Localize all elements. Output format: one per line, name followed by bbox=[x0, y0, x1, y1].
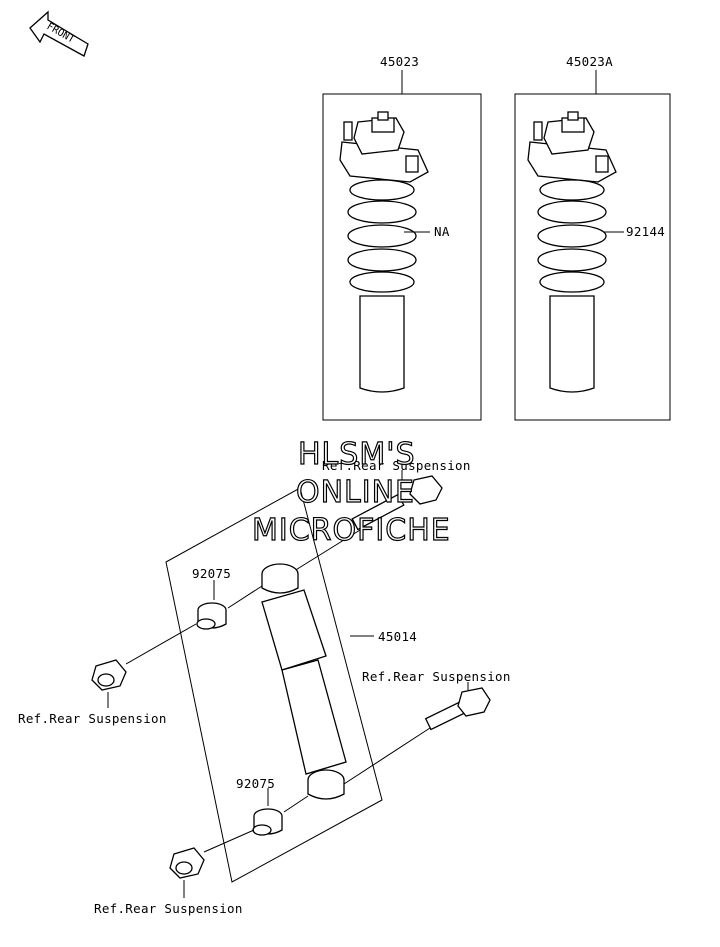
ref-bottom-left-label: Ref.Rear Suspension bbox=[94, 901, 243, 916]
shock-group-frame bbox=[165, 487, 383, 883]
assy-b-label: 45023A bbox=[566, 54, 613, 69]
shock-label: 45014 bbox=[378, 629, 417, 644]
assy-a-label: 45023 bbox=[380, 54, 419, 69]
ref-upper-left-label: Ref.Rear Suspension bbox=[18, 711, 167, 726]
watermark: HLSM'S ONLINE MICROFICHE bbox=[251, 436, 451, 548]
lower-bolt bbox=[343, 687, 491, 785]
front-arrow-icon: FRONT bbox=[29, 10, 89, 57]
watermark-line1: HLSM'S bbox=[298, 437, 416, 472]
upper-bolt bbox=[285, 475, 443, 577]
assy-b-frame bbox=[514, 93, 671, 421]
shock-assy-b-drawing bbox=[527, 111, 624, 393]
upper-left-nut bbox=[91, 659, 127, 691]
shock-absorber-45014 bbox=[261, 563, 347, 800]
bushing-upper-label: 92075 bbox=[192, 566, 231, 581]
lower-left-nut bbox=[169, 847, 205, 879]
spring-b-label: 92144 bbox=[626, 224, 665, 239]
lower-bushing bbox=[252, 808, 283, 836]
watermark-line2: ONLINE bbox=[296, 475, 415, 510]
upper-bushing bbox=[196, 602, 227, 630]
bushing-lower-label: 92075 bbox=[236, 776, 275, 791]
ref-upper-right-label: Ref.Rear Suspension bbox=[322, 458, 471, 473]
spring-a-label: NA bbox=[434, 224, 450, 239]
shock-assy-a-drawing bbox=[339, 111, 430, 393]
ref-mid-right-label: Ref.Rear Suspension bbox=[362, 669, 511, 684]
watermark-line3: MICROFICHE bbox=[252, 513, 451, 548]
